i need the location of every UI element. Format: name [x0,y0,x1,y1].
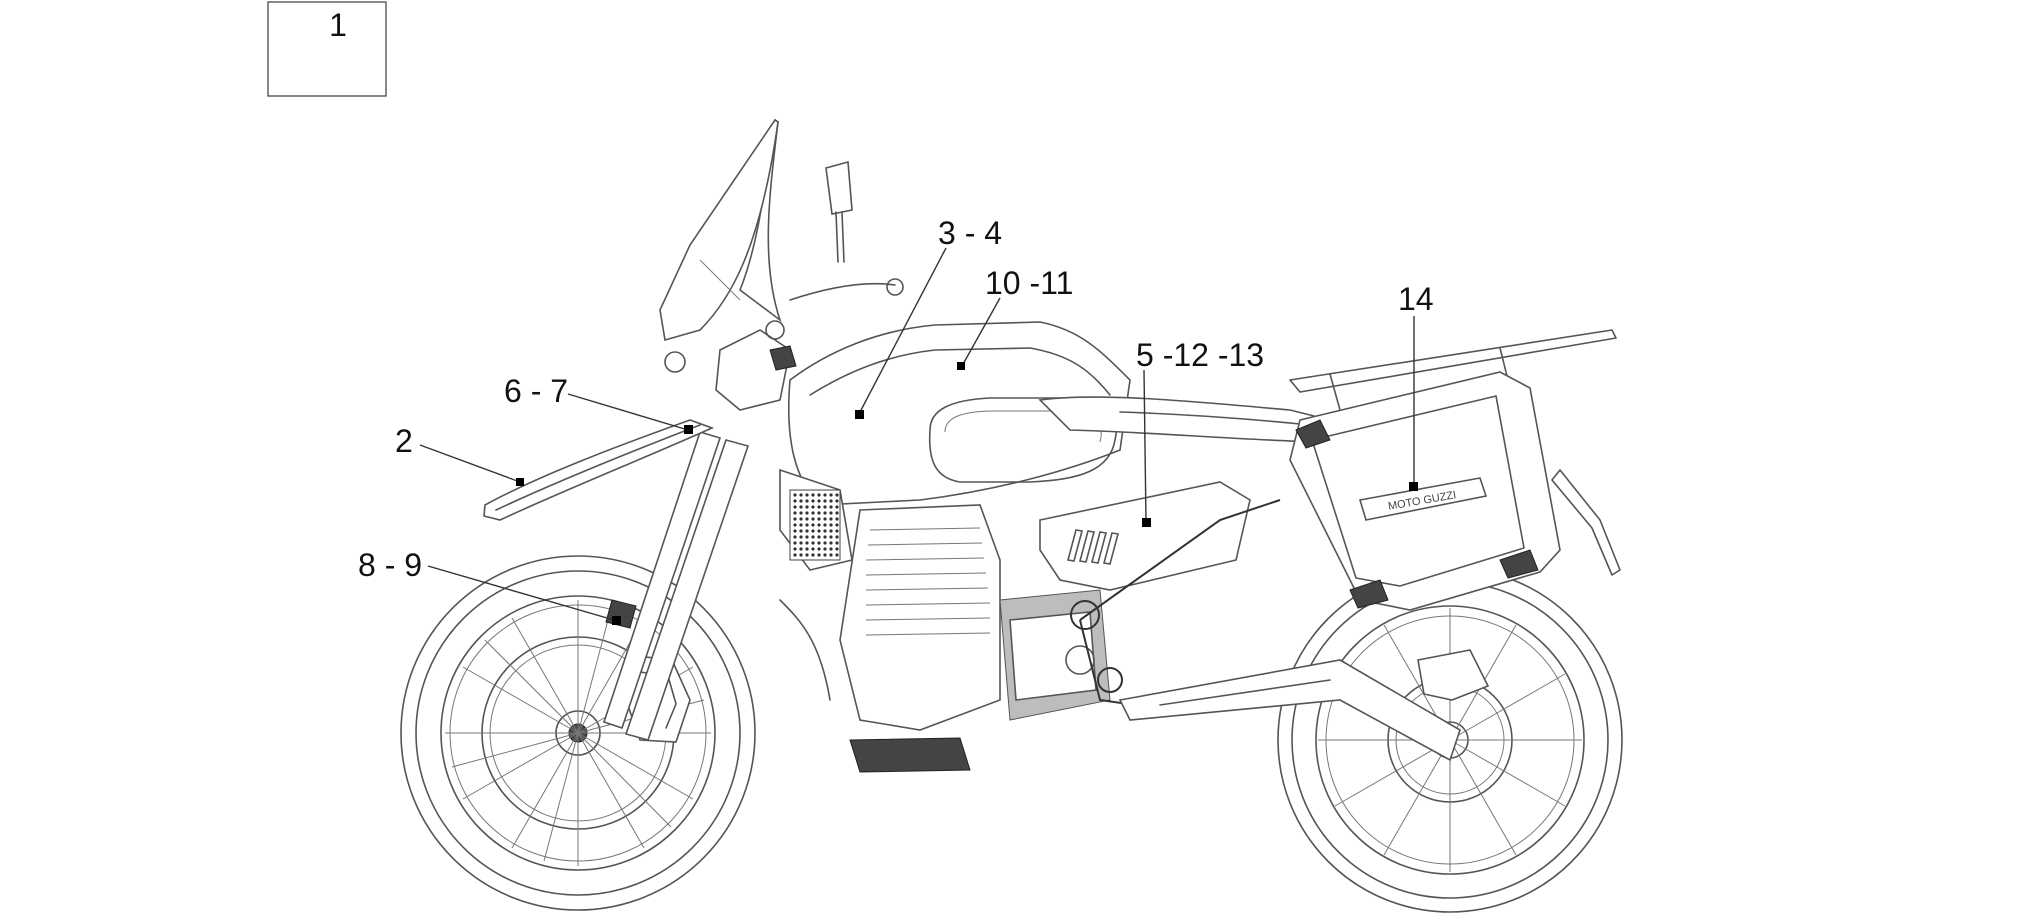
front-spokes [445,600,711,866]
callout-8-9: 8 - 9 [358,547,422,583]
windscreen [659,118,782,373]
fuel-tank [787,321,1131,506]
callout-2: 2 [395,423,413,459]
callout-5-12-13: 5 -12 -13 [1136,337,1264,373]
side-cover-slots [1067,529,1119,565]
cylinder-fins [865,527,991,636]
side-cover [1039,481,1251,591]
pannier: MOTO GUZZI [1289,371,1561,611]
callout-6-7: 6 - 7 [504,373,568,409]
callout-group-2: 2 [395,423,524,486]
callout-1: 1 [329,7,347,43]
callout-group-10-11: 10 -11 [957,265,1073,370]
callout-group-8-9: 8 - 9 [358,547,621,625]
callout-14: 14 [1398,281,1434,317]
radiator-grille [789,489,841,561]
callout-group-5-12-13: 5 -12 -13 [1136,337,1264,527]
callout-group-6-7: 6 - 7 [504,373,693,434]
frame [1070,499,1461,762]
front-fork [602,431,750,741]
callout-group-14: 14 [1398,281,1434,491]
motorcycle-drawing: MOTO GUZZI [400,118,1623,913]
license-bracket [1551,469,1621,576]
callout-10-11: 10 -11 [985,265,1073,301]
callouts: 2 6 - 7 8 - 9 3 - 4 10 -11 5 -12 -13 [358,215,1434,625]
engine [779,468,1111,773]
handlebar [715,278,904,411]
item-1-box: 1 [267,1,387,97]
front-mudguard [483,419,715,521]
callout-3-4: 3 - 4 [938,215,1002,251]
callout-group-3-4: 3 - 4 [855,215,1002,419]
mirror [825,160,853,263]
